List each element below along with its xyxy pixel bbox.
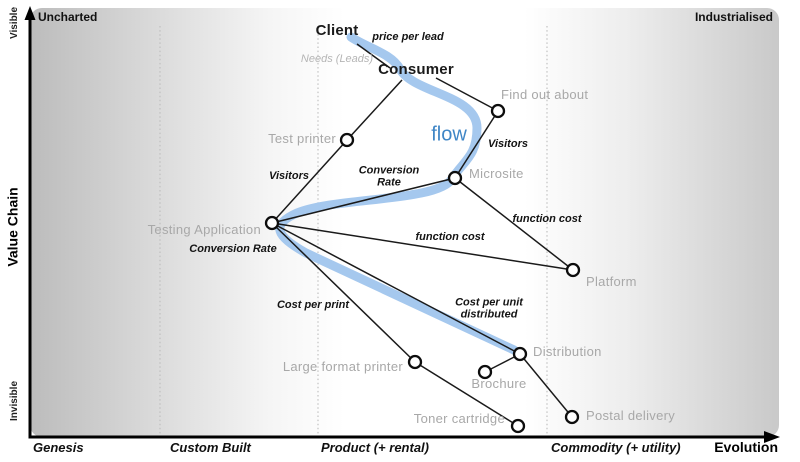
- node-microsite: [447, 170, 463, 186]
- node-label-distribution: Distribution: [533, 344, 602, 360]
- edge-label-cost-per-print: Cost per print: [276, 299, 350, 312]
- label-uncharted: Uncharted: [38, 10, 98, 24]
- stage-boundary-lines: [159, 26, 548, 436]
- edge-label-function-cost-upper: function cost: [512, 213, 582, 226]
- cost-per-unit-line2: distributed: [460, 308, 518, 320]
- node-label-find-out-about: Find out about: [501, 87, 589, 103]
- edge-test-printer-testing-application: [271, 139, 348, 224]
- cost-per-unit-line1: Cost per unit: [455, 296, 523, 309]
- axes: [24, 6, 780, 443]
- edge-client-consumer: [356, 43, 391, 69]
- node-label-platform: Platform: [586, 274, 637, 290]
- edge-consumer-test-printer: [346, 79, 403, 141]
- y-axis-title: Value Chain: [4, 187, 21, 267]
- node-label-test-printer: Test printer: [268, 131, 336, 147]
- edge-label-visitors-right: Visitors: [488, 138, 528, 151]
- edge-label-cost-per-unit: Cost per unit distributed: [455, 297, 523, 320]
- edge-label-function-cost-lower: function cost: [415, 231, 485, 244]
- node-label-client: Client: [315, 22, 359, 40]
- edge-testing-application-distribution: [271, 222, 521, 355]
- edge-label-conversion-rate-upper: Conversion Rate: [359, 165, 420, 188]
- x-axis-title: Evolution: [714, 439, 778, 455]
- node-postal-delivery: [564, 409, 580, 425]
- flow-ribbon: [275, 32, 519, 355]
- edge-find-out-about-microsite: [454, 110, 499, 179]
- label-industrialised: Industrialised: [694, 10, 773, 24]
- node-distribution: [512, 346, 528, 362]
- node-toner-cartridge: [510, 418, 526, 434]
- edges: [271, 43, 574, 427]
- conversion-rate-line1: Conversion: [358, 164, 420, 177]
- node-testing-application: [264, 215, 280, 231]
- node-brochure: [477, 364, 493, 380]
- edge-consumer-find-out-about: [435, 77, 499, 112]
- edge-label-price-per-lead: price per lead: [372, 31, 444, 44]
- edge-testing-application-large-format-printer: [271, 222, 416, 363]
- flow-label: flow: [431, 123, 467, 146]
- conversion-rate-line2: Rate: [377, 176, 401, 188]
- stage-genesis: Genesis: [33, 440, 84, 455]
- stage-product-rental: Product (+ rental): [321, 440, 429, 455]
- edge-microsite-platform: [454, 177, 574, 271]
- x-axis-arrow: [764, 431, 780, 443]
- edge-large-format-printer-toner-cartridge: [414, 361, 519, 427]
- node-label-consumer: Consumer: [378, 61, 454, 79]
- y-axis-invisible-label: Invisible: [8, 380, 20, 422]
- node-label-brochure: Brochure: [471, 376, 527, 392]
- y-axis-visible-label: Visible: [8, 6, 20, 40]
- edge-distribution-postal-delivery: [519, 353, 573, 418]
- edge-label-conversion-rate-lower: Conversion Rate: [189, 243, 277, 256]
- node-platform: [565, 262, 581, 278]
- node-label-microsite: Microsite: [469, 166, 524, 182]
- stage-commodity-utility: Commodity (+ utility): [551, 440, 681, 455]
- node-circles: [264, 103, 581, 434]
- edge-testing-application-platform: [271, 222, 574, 271]
- edge-microsite-testing-application: [271, 177, 456, 224]
- node-large-format-printer: [407, 354, 423, 370]
- node-test-printer: [339, 132, 355, 148]
- node-label-toner-cartridge: Toner cartridge: [413, 411, 505, 427]
- y-axis-arrow: [24, 6, 36, 20]
- node-label-large-format-printer: Large format printer: [282, 359, 403, 375]
- node-label-postal-delivery: Postal delivery: [586, 408, 676, 424]
- edge-label-needs-leads: Needs (Leads): [300, 53, 374, 66]
- node-label-testing-application: Testing Application: [147, 222, 261, 238]
- stage-custom-built: Custom Built: [170, 440, 251, 455]
- edge-label-visitors-left: Visitors: [269, 170, 309, 183]
- node-find-out-about: [490, 103, 506, 119]
